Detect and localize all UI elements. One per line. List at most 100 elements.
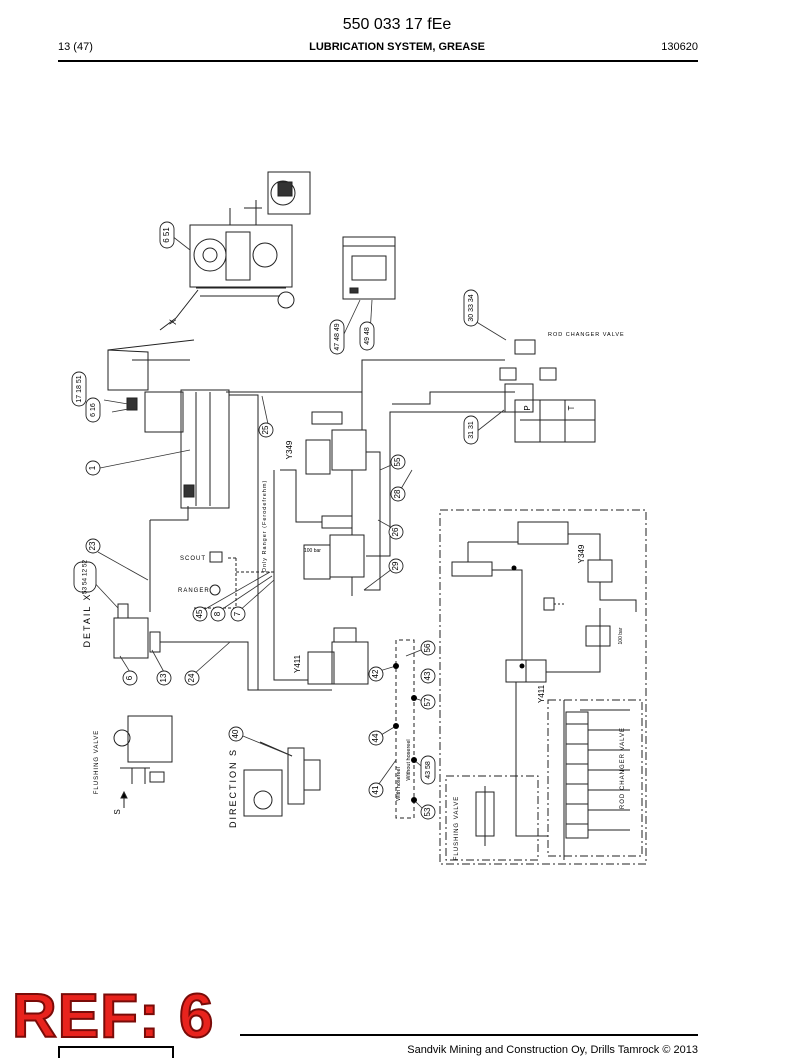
label-x: X (168, 319, 178, 325)
junction-dots (393, 565, 525, 803)
callout-26: 26 (388, 524, 404, 540)
callout-31-31: 31 31 (463, 415, 479, 445)
svg-text:53: 53 (423, 807, 432, 816)
callout-23: 23 (85, 538, 101, 554)
label-s: S (113, 809, 122, 814)
callout-7: 7 (230, 606, 246, 622)
callout-6-16: 6 16 (85, 397, 101, 423)
svg-text:1: 1 (88, 465, 97, 470)
callout-53-54-12-52: 53 54 12 52 (73, 559, 97, 594)
callout-56: 56 (420, 640, 436, 656)
svg-text:13: 13 (159, 673, 168, 682)
svg-text:45: 45 (195, 609, 204, 618)
label-only-ranger: Only Ranger (Ferodefrehm) (262, 480, 268, 573)
label-scout: SCOUT (180, 556, 206, 562)
hydraulic-schematic (439, 509, 647, 865)
label-y411-2: Y411 (537, 684, 546, 703)
direction-s-assembly (243, 747, 321, 817)
svg-text:43: 43 (423, 671, 432, 680)
callout-30-33-34: 30 33 34 (463, 289, 479, 327)
label-direction-s: DIRECTION S (228, 748, 238, 828)
callout-17-18-51: 17 18 51 (71, 371, 87, 407)
callout-47-48-49: 47 48 49 (329, 319, 345, 355)
control-unit (342, 236, 396, 300)
svg-text:26: 26 (391, 527, 400, 536)
label-t: T (567, 405, 576, 410)
callout-44: 44 (368, 730, 384, 746)
callout-53: 53 (420, 804, 436, 820)
callout-42: 42 (368, 666, 384, 682)
svg-text:57: 57 (423, 697, 432, 706)
pump-frame (107, 339, 230, 509)
label-ranger: RANGER (178, 588, 210, 594)
drill-head-assembly (159, 171, 311, 331)
header-rule (58, 60, 698, 62)
callout-43-58: 43 58 (420, 755, 436, 785)
callout-40: 40 (228, 726, 244, 742)
svg-text:44: 44 (371, 733, 380, 742)
ref-stamp: REF: 6 (11, 982, 215, 1051)
label-with-hosereel: With hosereel (396, 767, 402, 801)
section-title: LUBRICATION SYSTEM, GREASE (309, 41, 485, 53)
rod-changer-valve-cluster (499, 339, 596, 443)
callout-49-48: 49 48 (359, 321, 375, 351)
label-rod-changer-valve-2: ROD CHANGER VALVE (620, 727, 626, 809)
callout-13: 13 (156, 670, 172, 686)
svg-text:31 31: 31 31 (468, 421, 475, 439)
svg-text:41: 41 (371, 785, 380, 794)
svg-text:25: 25 (261, 425, 270, 434)
label-flushing-valve: FLUSHING VALVE (94, 730, 100, 794)
label-y349-2: Y349 (577, 544, 586, 563)
label-p: P (523, 405, 532, 410)
svg-text:40: 40 (231, 729, 240, 738)
label-detail-x: DETAIL X (82, 592, 92, 647)
callout-41: 41 (368, 782, 384, 798)
callout-29: 29 (388, 558, 404, 574)
svg-text:7: 7 (233, 611, 242, 616)
label-y411: Y411 (293, 654, 302, 673)
label-100-bar: 100 bar (304, 548, 321, 554)
label-y349: Y349 (285, 440, 294, 459)
footer-copyright: Sandvik Mining and Construction Oy, Dril… (407, 1044, 698, 1056)
svg-text:56: 56 (423, 643, 432, 652)
callout-24: 24 (184, 670, 200, 686)
document-date: 130620 (661, 41, 698, 53)
svg-text:30 33 34: 30 33 34 (468, 294, 475, 321)
svg-text:55: 55 (393, 457, 402, 466)
svg-text:6: 6 (125, 675, 134, 680)
label-flushing-valve-2: FLUSHING VALVE (454, 796, 460, 860)
callout-1: 1 (85, 460, 101, 476)
distribution-valves (113, 411, 369, 685)
footer-logo-box (58, 1046, 174, 1058)
svg-text:49 48: 49 48 (364, 327, 371, 345)
callout-8: 8 (210, 606, 226, 622)
svg-text:29: 29 (391, 561, 400, 570)
page-number: 13 (47) (58, 41, 93, 53)
callout-6-51: 6 51 (159, 221, 175, 249)
svg-text:17 18 51: 17 18 51 (76, 375, 83, 402)
callout-28: 28 (390, 486, 406, 502)
flushing-valve-assembly (113, 715, 173, 808)
svg-text:43 58: 43 58 (425, 761, 432, 779)
callout-6: 6 (122, 670, 138, 686)
callout-57: 57 (420, 694, 436, 710)
svg-text:53 54 12 52: 53 54 12 52 (82, 559, 89, 594)
svg-text:42: 42 (371, 669, 380, 678)
svg-text:24: 24 (187, 673, 196, 682)
callout-43: 43 (420, 668, 436, 684)
label-rod-changer-valve: ROD CHANGER VALVE (548, 332, 625, 338)
svg-text:23: 23 (88, 541, 97, 550)
label-without-hosereel: Without hosereel (406, 739, 412, 780)
svg-text:28: 28 (393, 489, 402, 498)
callout-25: 25 (258, 422, 274, 438)
svg-text:6 51: 6 51 (162, 227, 171, 243)
callout-45: 45 (192, 606, 208, 622)
label-100-bar-2: 100 bar (618, 627, 624, 644)
leader-lines (89, 235, 507, 813)
footer-rule (240, 1034, 698, 1036)
svg-text:8: 8 (213, 611, 222, 616)
document-number: 550 033 17 fEe (342, 16, 452, 33)
hose-lines (149, 359, 515, 819)
callout-55: 55 (390, 454, 406, 470)
